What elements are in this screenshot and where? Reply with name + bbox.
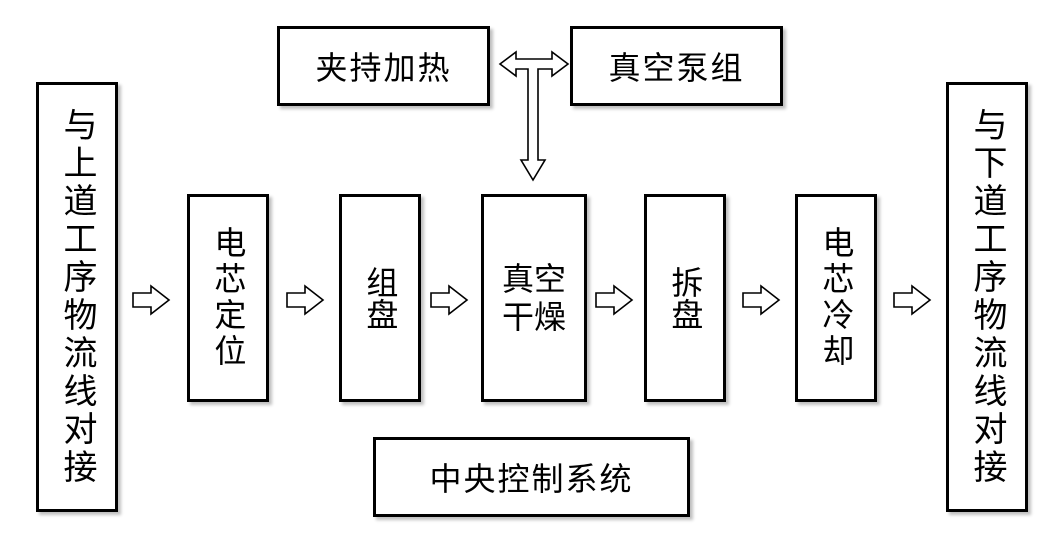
t-connector-arrow [498, 50, 570, 182]
step-cell-positioning-line1: 电芯 [209, 226, 248, 298]
downstream-logistics-label: 与下道工序物流线对接 [967, 107, 1007, 487]
vacuum-pump-label: 真空泵组 [608, 49, 745, 87]
upstream-logistics-box: 与上道工序物流线对接 [36, 82, 118, 512]
step-tray-disassembly-line2: 盘 [666, 298, 705, 330]
step-vacuum-drying: 真空 干燥 [481, 194, 587, 402]
flow-arrow-6 [893, 284, 932, 316]
central-control-label: 中央控制系统 [429, 460, 634, 498]
clamp-heating-box: 夹持加热 [277, 26, 490, 106]
flow-arrow-1 [132, 284, 171, 316]
step-vacuum-drying-line2: 干燥 [501, 298, 566, 336]
upstream-logistics-label: 与上道工序物流线对接 [57, 107, 97, 487]
step-tray-disassembly-line1: 拆 [666, 266, 705, 298]
vacuum-pump-box: 真空泵组 [570, 26, 783, 106]
flow-arrow-5 [742, 284, 781, 316]
step-vacuum-drying-line1: 真空 [501, 259, 566, 298]
step-cell-cooling-line1: 电芯 [817, 226, 856, 298]
flow-arrow-2 [286, 284, 325, 316]
step-cell-cooling: 电芯 冷却 [795, 194, 877, 402]
step-cell-positioning-line2: 定位 [209, 298, 248, 370]
downstream-logistics-box: 与下道工序物流线对接 [946, 82, 1028, 512]
flow-arrow-4 [595, 284, 634, 316]
step-tray-disassembly: 拆 盘 [644, 194, 726, 402]
step-cell-cooling-line2: 冷却 [817, 298, 856, 370]
central-control-box: 中央控制系统 [373, 437, 690, 517]
step-tray-assembly-line1: 组 [361, 266, 400, 298]
step-tray-assembly: 组 盘 [339, 194, 421, 402]
step-cell-positioning: 电芯 定位 [187, 194, 269, 402]
step-tray-assembly-line2: 盘 [361, 298, 400, 330]
clamp-heating-label: 夹持加热 [315, 49, 452, 87]
flow-arrow-3 [430, 284, 469, 316]
